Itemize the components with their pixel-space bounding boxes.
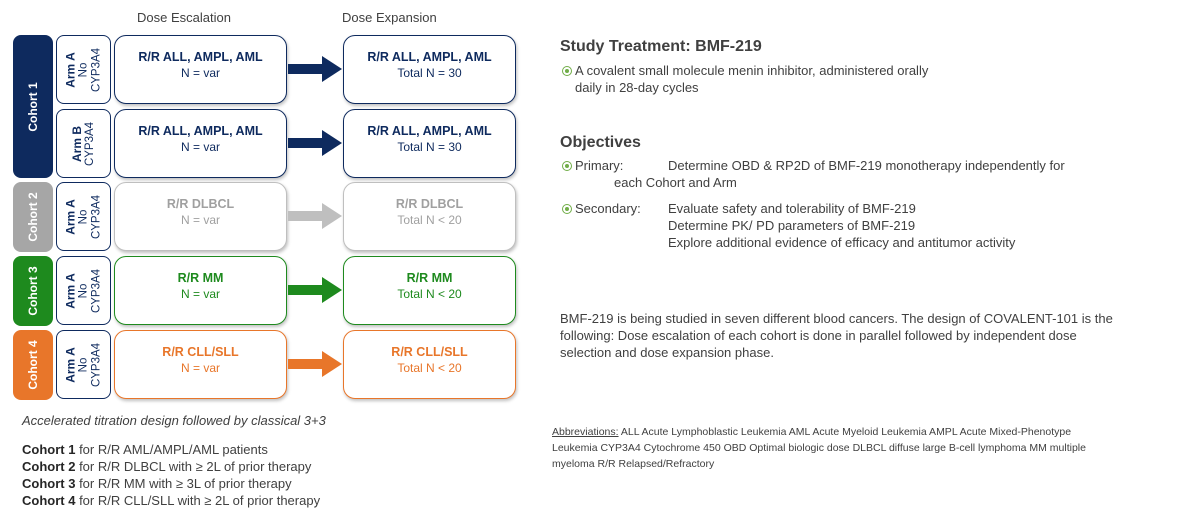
abbreviations-line-1: Abbreviations: ALL Acute Lymphoblastic L… xyxy=(552,426,1071,438)
expansion-n: Total N < 20 xyxy=(397,213,462,227)
cohort-1-arm-a-arrow xyxy=(288,56,342,82)
cohort-4-expansion-box: R/R CLL/SLL Total N < 20 xyxy=(343,330,516,399)
bullet-icon xyxy=(562,161,572,171)
expansion-title: R/R MM xyxy=(406,271,453,285)
cohort-2-label: Cohort 2 xyxy=(26,192,40,242)
arm-line2: CYP3A4 xyxy=(90,342,102,387)
cohort-line-4: Cohort 4 for R/R CLL/SLL with ≥ 2L of pr… xyxy=(22,493,320,508)
cohort-line-name: Cohort 4 xyxy=(22,493,76,508)
cohort-3-escalation-box: R/R MM N = var xyxy=(114,256,287,325)
cohort-line-text: for R/R MM with ≥ 3L of prior therapy xyxy=(75,476,292,491)
expansion-title: R/R ALL, AMPL, AML xyxy=(367,124,492,138)
design-note: Accelerated titration design followed by… xyxy=(22,413,326,428)
cohort-3-tab: Cohort 3 xyxy=(13,256,53,326)
arm-label: Arm B xyxy=(69,125,84,162)
escalation-title: R/R ALL, AMPL, AML xyxy=(138,124,263,138)
cohort-3-arrow xyxy=(288,277,342,303)
study-desc-line-1: A covalent small molecule menin inhibito… xyxy=(575,63,929,78)
primary-line-1: Determine OBD & RP2D of BMF-219 monother… xyxy=(668,158,1065,173)
escalation-title: R/R DLBCL xyxy=(166,197,235,211)
arm-label: Arm A xyxy=(63,198,77,235)
arm-line1: CYP3A4 xyxy=(83,121,96,166)
cohort-1-arm-a-expansion-box: R/R ALL, AMPL, AML Total N = 30 xyxy=(343,35,516,104)
cohort-1-arm-b-expansion-box: R/R ALL, AMPL, AML Total N = 30 xyxy=(343,109,516,178)
arm-line2: CYP3A4 xyxy=(90,194,102,239)
expansion-title: R/R ALL, AMPL, AML xyxy=(367,50,492,64)
cohort-4-label: Cohort 4 xyxy=(26,340,40,390)
cohort-3-label: Cohort 3 xyxy=(26,266,40,316)
cohort-1-label: Cohort 1 xyxy=(26,81,40,132)
cohort-line-name: Cohort 3 xyxy=(22,476,76,491)
secondary-line-2: Determine PK/ PD parameters of BMF-219 xyxy=(668,218,916,233)
arm-line1: No xyxy=(77,357,89,372)
dose-escalation-header: Dose Escalation xyxy=(137,10,231,25)
escalation-title: R/R CLL/SLL xyxy=(162,345,239,359)
arm-label: Arm A xyxy=(63,51,77,88)
arm-line1: No xyxy=(77,62,89,77)
cohort-2-tab: Cohort 2 xyxy=(13,182,53,252)
escalation-title: R/R MM xyxy=(177,271,224,285)
arm-line2: CYP3A4 xyxy=(90,47,102,92)
summary-line-2: following: Dose escalation of each cohor… xyxy=(560,328,1077,343)
cohort-line-name: Cohort 1 xyxy=(22,442,76,457)
cohort-4-tab: Cohort 4 xyxy=(13,330,53,400)
escalation-n: N = var xyxy=(180,287,220,301)
escalation-n: N = var xyxy=(180,361,220,375)
expansion-n: Total N < 20 xyxy=(397,287,462,301)
objectives-heading: Objectives xyxy=(560,134,641,151)
secondary-label: Secondary: xyxy=(575,201,641,216)
expansion-title: R/R DLBCL xyxy=(395,197,464,211)
cohort-2-expansion-box: R/R DLBCL Total N < 20 xyxy=(343,182,516,251)
arm-label: Arm A xyxy=(63,346,77,383)
arm-line1: No xyxy=(77,283,89,298)
cohort-2-escalation-box: R/R DLBCL N = var xyxy=(114,182,287,251)
bullet-icon xyxy=(562,204,572,214)
cohort-line-text: for R/R CLL/SLL with ≥ 2L of prior thera… xyxy=(75,493,321,508)
escalation-n: N = var xyxy=(180,213,220,227)
cohort-line-name: Cohort 2 xyxy=(22,459,76,474)
abbreviations-line-2: Leukemia CYP3A4 Cytochrome 450 OBD Optim… xyxy=(552,442,1086,454)
primary-label: Primary: xyxy=(575,158,624,173)
cohort-line-text: for R/R AML/AMPL/AML patients xyxy=(75,442,268,457)
arm-label: Arm A xyxy=(63,272,77,309)
cohort-1-arm-b-arrow xyxy=(288,130,342,156)
escalation-n: N = var xyxy=(180,66,220,80)
cohort-1-tab: Cohort 1 xyxy=(13,35,53,178)
expansion-n: Total N = 30 xyxy=(397,66,462,80)
summary-line-3: selection and dose expansion phase. xyxy=(560,345,774,360)
expansion-n: Total N < 20 xyxy=(397,361,462,375)
abbreviations-line-3: myeloma R/R Relapsed/Refractory xyxy=(552,458,715,470)
summary-line-1: BMF-219 is being studied in seven differ… xyxy=(560,311,1113,326)
secondary-line-3: Explore additional evidence of efficacy … xyxy=(668,235,1016,250)
abbreviations-label: Abbreviations: xyxy=(552,426,619,438)
arm-line1: No xyxy=(77,209,89,224)
escalation-title: R/R ALL, AMPL, AML xyxy=(138,50,263,64)
bullet-icon xyxy=(562,66,572,76)
cohort-line-3: Cohort 3 for R/R MM with ≥ 3L of prior t… xyxy=(22,476,292,491)
primary-line-2: each Cohort and Arm xyxy=(614,175,737,190)
cohort-1-arm-b-escalation-box: R/R ALL, AMPL, AML N = var xyxy=(114,109,287,178)
study-treatment-heading: Study Treatment: BMF-219 xyxy=(560,38,762,55)
cohort-1-arm-a-escalation-box: R/R ALL, AMPL, AML N = var xyxy=(114,35,287,104)
dose-expansion-header: Dose Expansion xyxy=(342,10,437,25)
cohort-line-2: Cohort 2 for R/R DLBCL with ≥ 2L of prio… xyxy=(22,459,311,474)
cohort-3-expansion-box: R/R MM Total N < 20 xyxy=(343,256,516,325)
expansion-title: R/R CLL/SLL xyxy=(391,345,468,359)
arm-line2: CYP3A4 xyxy=(90,268,102,313)
cohort-4-escalation-box: R/R CLL/SLL N = var xyxy=(114,330,287,399)
abbreviations-text-1: ALL Acute Lymphoblastic Leukemia AML Acu… xyxy=(618,426,1072,438)
expansion-n: Total N = 30 xyxy=(397,140,462,154)
cohort-2-arrow xyxy=(288,203,342,229)
cohort-4-arrow xyxy=(288,351,342,377)
cohort-line-text: for R/R DLBCL with ≥ 2L of prior therapy xyxy=(75,459,312,474)
escalation-n: N = var xyxy=(180,140,220,154)
study-desc-line-2: daily in 28-day cycles xyxy=(575,80,699,95)
secondary-line-1: Evaluate safety and tolerability of BMF-… xyxy=(668,201,916,216)
cohort-line-1: Cohort 1 for R/R AML/AMPL/AML patients xyxy=(22,442,268,457)
